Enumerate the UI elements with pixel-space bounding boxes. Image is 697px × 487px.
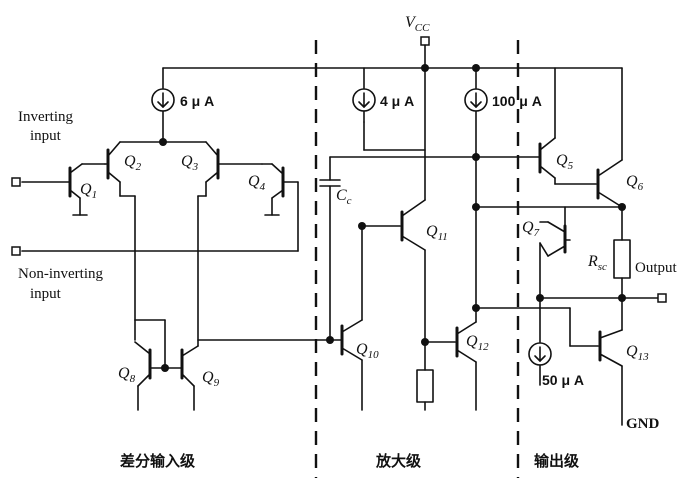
svg-text:4 μ A: 4 μ A [380,93,414,109]
resistor-rsc: Rsc [536,239,631,331]
stage-label-input: 差分输入级 [120,452,196,470]
transistor-q12: Q12 [424,304,489,411]
transistor-q7: Q7 [522,206,571,257]
transistor-q1: Q1 [11,163,106,216]
q9-label: Q9 [202,369,220,389]
svg-text:50 μ A: 50 μ A [542,372,584,388]
q3-label: Q3 [181,153,199,173]
q13-label: Q13 [626,343,649,363]
q2-label: Q2 [124,153,142,173]
transistor-q2: Q2 [104,141,142,321]
rsc-label: Rsc [587,253,607,273]
current-source-50ua: 50 μ A [528,242,584,388]
stage-label-gain: 放大级 [375,452,422,470]
cc-label: Cc [336,187,352,207]
q1-label: Q1 [80,181,97,201]
transistor-q10: Q10 [329,222,379,411]
vcc-label: VCC [405,14,430,34]
transistor-q13: Q13 [569,307,649,426]
current-source-4ua: 4 μ A [352,67,414,123]
inverting-label-1: Inverting [18,109,73,125]
vcc-terminal: VCC [405,14,430,69]
current-source-100ua: 100 μ A [464,67,542,309]
capacitor-cc: Cc [319,153,480,341]
noninverting-label-1: Non-inverting [18,266,103,282]
transistor-q6: Q6 [596,67,644,208]
inverting-label-2: input [30,128,62,144]
svg-text:6 μ A: 6 μ A [180,93,214,109]
noninverting-input-terminal [11,246,21,256]
current-source-6ua: 6 μ A [151,67,214,143]
q5-label: Q5 [556,152,574,172]
transistor-q11: Q11 [361,67,448,371]
inverting-input-terminal [11,177,21,187]
q11-label: Q11 [426,223,448,243]
q4-label: Q4 [248,173,266,193]
q10-label: Q10 [356,341,379,361]
noninverting-label-2: input [30,286,62,302]
q12-label: Q12 [466,333,489,353]
transistor-q3: Q3 [181,141,263,347]
transistor-q5: Q5 [538,67,597,185]
transistor-q4: Q4 [11,163,299,256]
svg-text:100 μ A: 100 μ A [492,93,542,109]
output-terminal: Output [621,260,678,303]
stage-label-output: 输出级 [534,452,580,470]
q6-label: Q6 [626,173,644,193]
emitter-resistor [416,369,434,411]
gnd-label: GND [626,416,660,432]
q8-label: Q8 [118,365,136,385]
q7-label: Q7 [522,219,540,239]
mirror-q8-q9: Q8 Q9 [118,319,220,411]
output-label: Output [635,260,678,276]
